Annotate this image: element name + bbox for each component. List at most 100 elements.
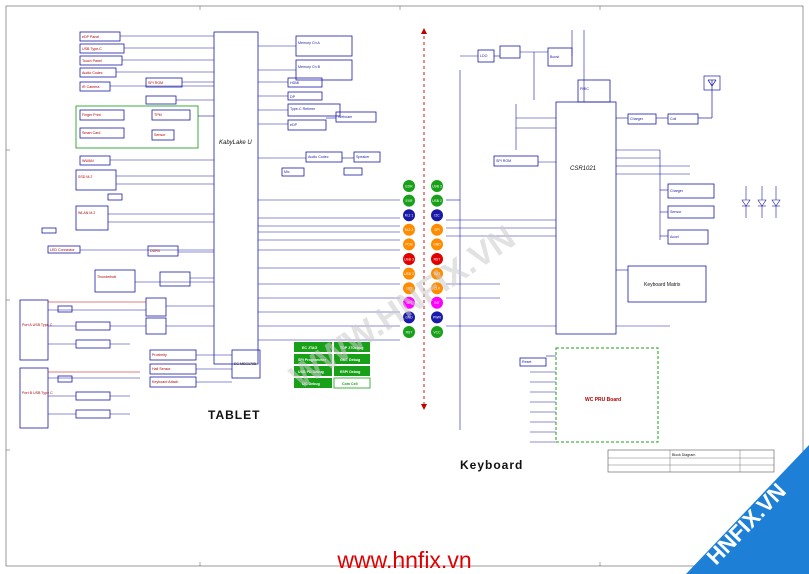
cpu-left-wires <box>80 35 232 383</box>
svg-text:Audio Codec: Audio Codec <box>82 71 103 75</box>
cpu-right-labels: Memory Ch A Memory Ch B HDMI DP Type-C R… <box>284 41 370 174</box>
keyboard-caption: Keyboard <box>460 458 523 472</box>
svg-text:Accel: Accel <box>670 235 679 239</box>
connector-ball <box>403 223 415 236</box>
svg-text:Smart Card: Smart Card <box>82 131 100 135</box>
connector-ball <box>431 180 443 192</box>
usb-port-b <box>19 367 111 429</box>
svg-text:Finger Print: Finger Print <box>82 113 101 117</box>
diagonal-watermark: WWW.HNFIX.VN <box>283 218 522 396</box>
svg-text:Charger: Charger <box>630 117 644 121</box>
svg-text:Sensor: Sensor <box>154 133 166 137</box>
connector-ball <box>431 311 443 324</box>
svg-text:TPM: TPM <box>154 113 162 117</box>
keyboard-side-labels: LDO Boost PMIC Charger Coil SPI ROM Char… <box>480 54 684 364</box>
svg-text:Charger: Charger <box>670 189 684 193</box>
connector-ball <box>431 282 443 295</box>
wc-pru-board <box>555 347 659 443</box>
connector-ball-label: INT <box>434 301 439 305</box>
svg-text:USB Type-C: USB Type-C <box>82 47 102 51</box>
cpu-label: KabyLake U <box>219 140 252 146</box>
connector-ball <box>431 238 443 251</box>
connector-ball <box>403 253 415 265</box>
debug-spi: SPI Programmer <box>298 358 327 362</box>
svg-text:Keyboard Attach: Keyboard Attach <box>152 380 178 384</box>
svg-text:IR Camera: IR Camera <box>82 85 99 89</box>
svg-text:DP: DP <box>290 95 296 99</box>
svg-text:WWAN: WWAN <box>82 159 94 163</box>
svg-text:SPI ROM: SPI ROM <box>496 159 511 163</box>
connector-ball-label: I2C <box>434 214 440 218</box>
footer-url: www.hnfix.vn <box>337 547 472 573</box>
border-zone-ticks <box>6 6 601 566</box>
connector-ball-label: GND <box>433 243 441 247</box>
connector-ball-label: PWR <box>433 316 441 320</box>
keyboard-matrix-label: Keyboard Matrix <box>644 282 681 288</box>
svg-text:SSD M.2: SSD M.2 <box>78 175 92 179</box>
connector-ball-label: M.2 1 <box>405 214 414 218</box>
svg-text:Proximity: Proximity <box>152 353 167 357</box>
connector-ball <box>403 209 415 222</box>
connector-ball-label: GND <box>405 316 413 320</box>
svg-text:Speaker: Speaker <box>356 155 370 159</box>
connector-ball <box>403 296 415 309</box>
connector-ball <box>431 223 443 236</box>
wc-pru-board-label: WC PRU Board <box>585 397 621 403</box>
connector-ball-label: CLK <box>434 287 441 291</box>
svg-text:Mic: Mic <box>284 170 290 174</box>
debug-usb-pd: USB PD Debug <box>298 370 324 374</box>
svg-text:Type-C Retimer: Type-C Retimer <box>290 107 316 111</box>
separator-arrow-down <box>421 404 427 410</box>
connector-ball-label: USB 2 <box>432 199 442 203</box>
led-icons <box>741 186 781 218</box>
left-peripherals <box>41 31 199 388</box>
svg-text:Coil: Coil <box>670 117 676 121</box>
connector-ball-label: RST <box>406 330 413 334</box>
csr-label: CSR1021 <box>570 166 596 172</box>
title-block <box>607 449 775 473</box>
connector-ball-label: M.2 2 <box>405 228 414 232</box>
usb-port-wires <box>48 309 146 415</box>
svg-text:eDP Panel: eDP Panel <box>82 35 99 39</box>
usb-port-power-wires <box>48 301 146 373</box>
connector-ball-label: EDR <box>405 184 413 188</box>
svg-text:Audio Codec: Audio Codec <box>308 155 329 159</box>
connector-ball <box>403 180 415 192</box>
connector-ball-label: USB 3 <box>432 184 442 188</box>
keyboard-side-boxes <box>477 45 715 367</box>
connector-ball-label: USB 3 <box>404 257 414 261</box>
connector-ball-label: DAT <box>434 272 441 276</box>
svg-text:Sensor: Sensor <box>670 210 682 214</box>
svg-text:Memory Ch B: Memory Ch B <box>298 65 321 69</box>
connector-ball <box>431 209 443 222</box>
ec-label: EC MEC1705 <box>234 362 256 366</box>
left-peripheral-labels: eDP Panel USB Type-C Touch Panel Audio C… <box>50 35 178 384</box>
connector-ball <box>403 238 415 251</box>
connector-ball <box>431 194 443 207</box>
connector-ball <box>403 194 415 207</box>
svg-text:WLAN M.2: WLAN M.2 <box>78 211 95 215</box>
ec-block <box>231 349 261 379</box>
port-b-label: Port B USB Type C <box>22 391 53 395</box>
debug-i2c: I2C Debug <box>302 382 320 386</box>
sheet-border <box>5 5 804 567</box>
keyboard-wires <box>446 30 690 443</box>
connector-ball <box>403 326 415 338</box>
connector-ball <box>403 311 415 324</box>
csr-block <box>555 101 617 335</box>
svg-text:LDO: LDO <box>480 54 488 58</box>
connector-ball-label: EXR <box>406 199 414 203</box>
debug-comcell: Com Cell <box>342 382 358 386</box>
svg-text:PMIC: PMIC <box>580 87 589 91</box>
svg-text:Touch Panel: Touch Panel <box>82 59 102 63</box>
connector-ball <box>431 296 443 309</box>
connector-ball-label: VCC <box>433 330 441 334</box>
cpu-block <box>213 31 259 365</box>
svg-text:Reset: Reset <box>522 360 531 364</box>
svg-text:LED Connector: LED Connector <box>50 248 75 252</box>
tablet-caption: TABLET <box>208 408 260 422</box>
corner-banner <box>686 445 809 574</box>
cpu-right-boxes <box>281 35 381 177</box>
debug-gmt: GMT Debug <box>340 358 360 362</box>
